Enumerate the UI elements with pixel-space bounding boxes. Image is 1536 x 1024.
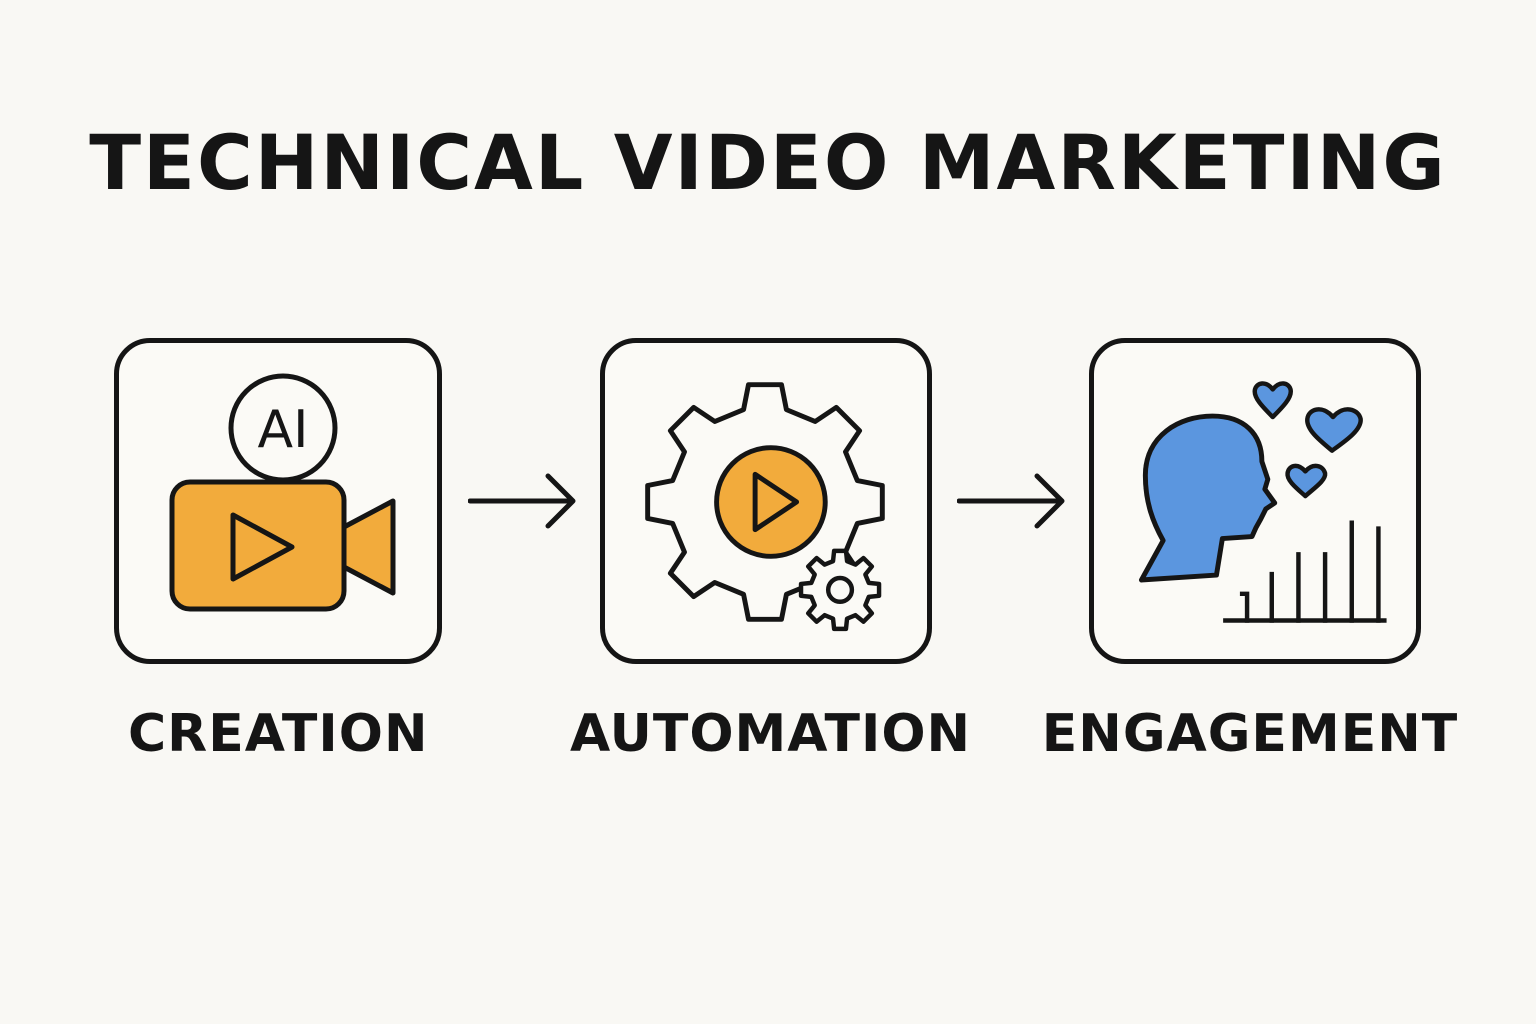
small-gear-hole <box>825 575 855 604</box>
engagement-label: ENGAGEMENT <box>1041 704 1459 764</box>
diagram-title: TECHNICAL VIDEO MARKETING <box>89 118 1447 207</box>
head-profile-icon <box>1138 413 1278 583</box>
ai-badge-text: AI <box>258 400 309 460</box>
play-icon <box>752 471 800 533</box>
bar-chart-icon <box>1223 520 1387 623</box>
creation-stage-box: AI <box>114 338 442 664</box>
heart-icon <box>1285 463 1328 499</box>
engagement-stage-box <box>1089 338 1421 664</box>
automation-label: AUTOMATION <box>570 704 972 764</box>
camera-lens <box>341 498 396 596</box>
play-icon <box>230 512 295 582</box>
camera-body <box>169 479 347 612</box>
ai-video-camera-icon: AI <box>169 373 396 612</box>
creation-label: CREATION <box>128 704 429 764</box>
automation-stage-box <box>600 338 932 664</box>
head-hearts-chart-icon <box>1138 381 1387 623</box>
play-circle <box>714 445 828 559</box>
arrow-right-icon <box>468 473 576 529</box>
heart-icon <box>1305 407 1363 453</box>
gear-play-icon <box>645 382 885 632</box>
heart-icon <box>1252 381 1293 420</box>
arrow-right-icon <box>957 473 1065 529</box>
